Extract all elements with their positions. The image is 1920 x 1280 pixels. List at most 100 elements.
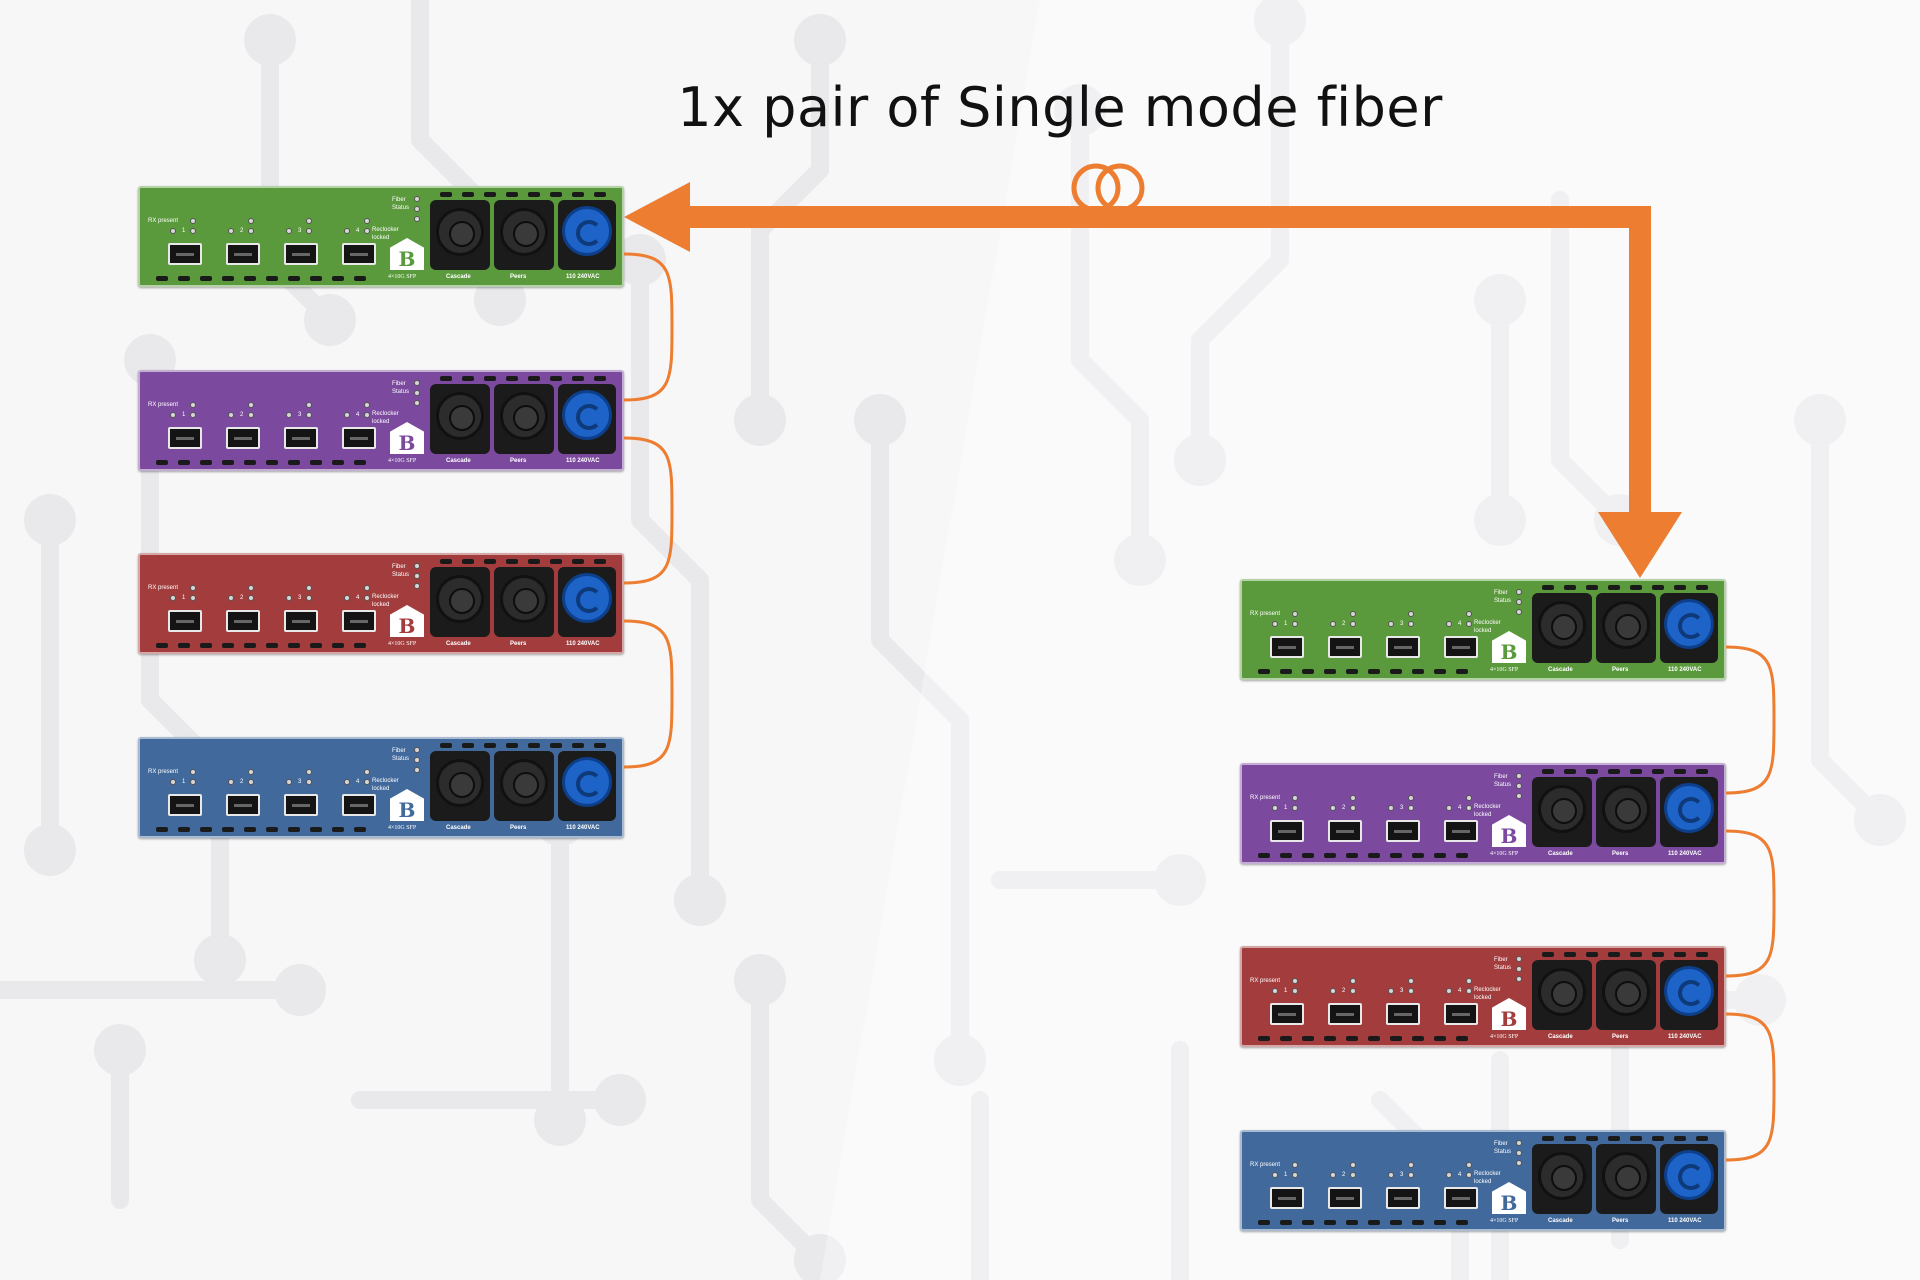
vent-slot (550, 743, 562, 748)
vent-slot (1280, 1220, 1292, 1225)
status-led (364, 595, 370, 601)
model-label: 4×10G SFP (1490, 667, 1519, 673)
vent-slot (1652, 585, 1664, 590)
fiber-loop-icon (1071, 163, 1121, 213)
status-led (414, 583, 420, 589)
vent-slot (594, 192, 606, 197)
vent-slot (266, 827, 278, 832)
vent-slot (528, 559, 540, 564)
left-cascade-cable (623, 436, 674, 585)
vent-slot (200, 460, 212, 465)
status-led (1466, 1162, 1472, 1168)
vent-slot (1280, 1036, 1292, 1041)
status-led (286, 779, 292, 785)
port-number-label: 4 (1458, 621, 1462, 627)
connector-socket (436, 392, 484, 440)
vent-slot (156, 643, 168, 648)
vent-slot (354, 643, 366, 648)
vent-slot (244, 276, 256, 281)
sfp-port (284, 427, 318, 449)
status-led (1330, 988, 1336, 994)
port-number-label: 1 (182, 595, 186, 601)
status-led (1350, 621, 1356, 627)
sfp-port (1270, 820, 1304, 842)
vent-slot (332, 460, 344, 465)
model-label: 4×10G SFP (388, 641, 417, 647)
vent-slot (1346, 1036, 1358, 1041)
vent-slot (222, 643, 234, 648)
vent-slot (1674, 1136, 1686, 1141)
vent-slot (222, 460, 234, 465)
status-led (414, 390, 420, 396)
status-led (286, 412, 292, 418)
power-label: 110 240VAC (566, 274, 600, 280)
status-led (1350, 795, 1356, 801)
vent-slot (222, 276, 234, 281)
port-number-label: 3 (1400, 621, 1404, 627)
connector-socket (500, 759, 548, 807)
status-led (1272, 988, 1278, 994)
cascade-label: Cascade (446, 458, 471, 464)
power-connector (1660, 593, 1718, 663)
status-led (1388, 805, 1394, 811)
sfp-port (226, 243, 260, 265)
vent-slot (1586, 769, 1598, 774)
vent-slot (1412, 1036, 1424, 1041)
status-led (1350, 1172, 1356, 1178)
sfp-port (168, 794, 202, 816)
peers-label: Peers (510, 641, 527, 647)
status-led (286, 228, 292, 234)
status-led (1350, 1162, 1356, 1168)
port-number-label: 3 (1400, 805, 1404, 811)
model-label: 4×10G SFP (388, 825, 417, 831)
status-led (1516, 966, 1522, 972)
sfp-port (1328, 1003, 1362, 1025)
vent-slot (1302, 1220, 1314, 1225)
status-led (1330, 1172, 1336, 1178)
model-label: 4×10G SFP (1490, 1218, 1519, 1224)
status-led (414, 767, 420, 773)
status-led (1466, 988, 1472, 994)
vent-slot (156, 460, 168, 465)
vent-slot (1586, 1136, 1598, 1141)
sfp-port (342, 243, 376, 265)
sfp-port (284, 794, 318, 816)
vent-slot (484, 376, 496, 381)
status-led (306, 228, 312, 234)
vent-slot (1564, 769, 1576, 774)
vent-slot (1324, 1220, 1336, 1225)
vent-slot (332, 827, 344, 832)
connector-socket (1602, 1152, 1650, 1200)
vent-slot (440, 192, 452, 197)
status-led (1446, 805, 1452, 811)
vent-slot (440, 376, 452, 381)
status-led (248, 769, 254, 775)
vent-slot (1258, 1220, 1270, 1225)
cascade-connector (1532, 960, 1592, 1030)
rx-present-label: RX present (148, 218, 179, 224)
peers-label: Peers (1612, 667, 1629, 673)
status-led (1466, 611, 1472, 617)
rx-present-label: RX present (148, 402, 179, 408)
status-led (1446, 621, 1452, 627)
port-number-label: 2 (1342, 988, 1346, 994)
status-led (364, 779, 370, 785)
status-led (190, 595, 196, 601)
status-led (1292, 805, 1298, 811)
status-led (1330, 805, 1336, 811)
vent-slot (1324, 853, 1336, 858)
vent-slot (156, 276, 168, 281)
vent-slot (310, 460, 322, 465)
vent-slot (1434, 853, 1446, 858)
sfp-port (1444, 1187, 1478, 1209)
vent-slot (200, 827, 212, 832)
peers-connector (1596, 593, 1656, 663)
cascade-connector (1532, 777, 1592, 847)
power-label: 110 240VAC (566, 641, 600, 647)
port-number-label: 1 (182, 412, 186, 418)
